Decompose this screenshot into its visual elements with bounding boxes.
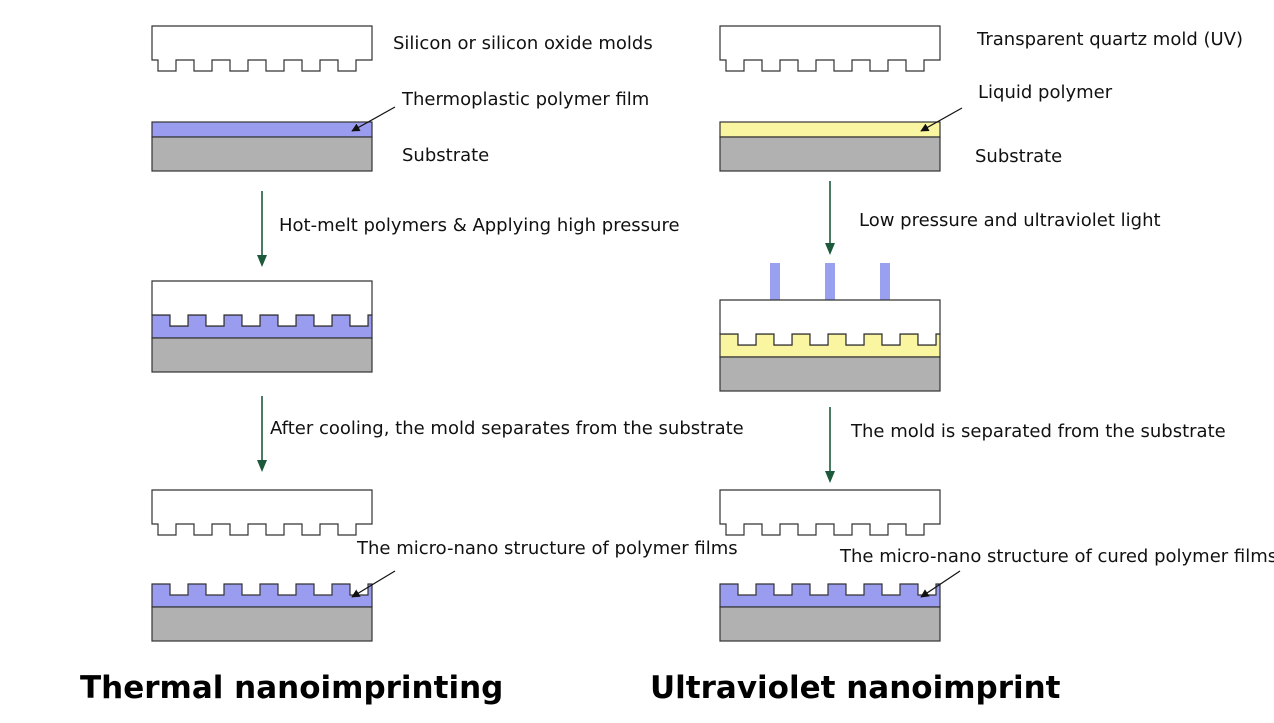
uv-result-pointer [920,570,961,598]
thermal-substrate-1 [151,136,373,172]
thermal-substrate-label: Substrate [402,145,489,166]
uv-mold-separated [719,489,941,536]
uv-mold-pressed [719,299,941,346]
thermal-structured-polymer [151,583,373,608]
thermal-step2-label: After cooling, the mold separates from t… [270,418,744,439]
thermal-result-pointer [351,570,396,598]
thermal-substrate-3 [151,606,373,642]
thermal-flow-arrowhead-2 [257,460,267,472]
thermal-mold-label: Silicon or silicon oxide molds [393,33,653,54]
uv-film-pointer [920,107,963,132]
thermal-mold-pressed [151,280,373,327]
uv-substrate-label: Substrate [975,146,1062,167]
uv-flow-arrowhead-2 [825,471,835,483]
uv-structured-polymer [719,583,941,608]
thermal-result-label: The micro-nano structure of polymer film… [356,538,738,559]
uv-substrate-1 [719,136,941,172]
thermal-flow-arrowhead-1 [257,255,267,267]
uv-step2-label: The mold is separated from the substrate [850,421,1226,442]
thermal-title: Thermal nanoimprinting [80,670,503,706]
uv-substrate-2 [719,356,941,392]
uv-step1-label: Low pressure and ultraviolet light [859,210,1161,231]
thermal-substrate-2 [151,337,373,373]
uv-substrate-3 [719,606,941,642]
thermal-mold-initial [151,25,373,72]
uv-column: Transparent quartz mold (UV) Liquid poly… [650,25,1274,706]
thermal-mold-separated [151,489,373,536]
thermal-column: Silicon or silicon oxide molds Thermopla… [80,25,744,706]
thermal-step1-label: Hot-melt polymers & Applying high pressu… [279,215,680,236]
uv-mold-initial [719,25,941,72]
uv-result-label: The micro-nano structure of cured polyme… [839,546,1274,567]
uv-mold-label: Transparent quartz mold (UV) [976,29,1243,50]
thermal-film-label: Thermoplastic polymer film [401,89,649,110]
thermal-polymer-film [151,121,373,138]
uv-flow-arrowhead-1 [825,243,835,255]
uv-liquid-polymer [719,121,941,138]
uv-title: Ultraviolet nanoimprint [650,670,1061,706]
uv-film-label: Liquid polymer [978,82,1113,103]
thermal-film-pointer [351,106,396,132]
